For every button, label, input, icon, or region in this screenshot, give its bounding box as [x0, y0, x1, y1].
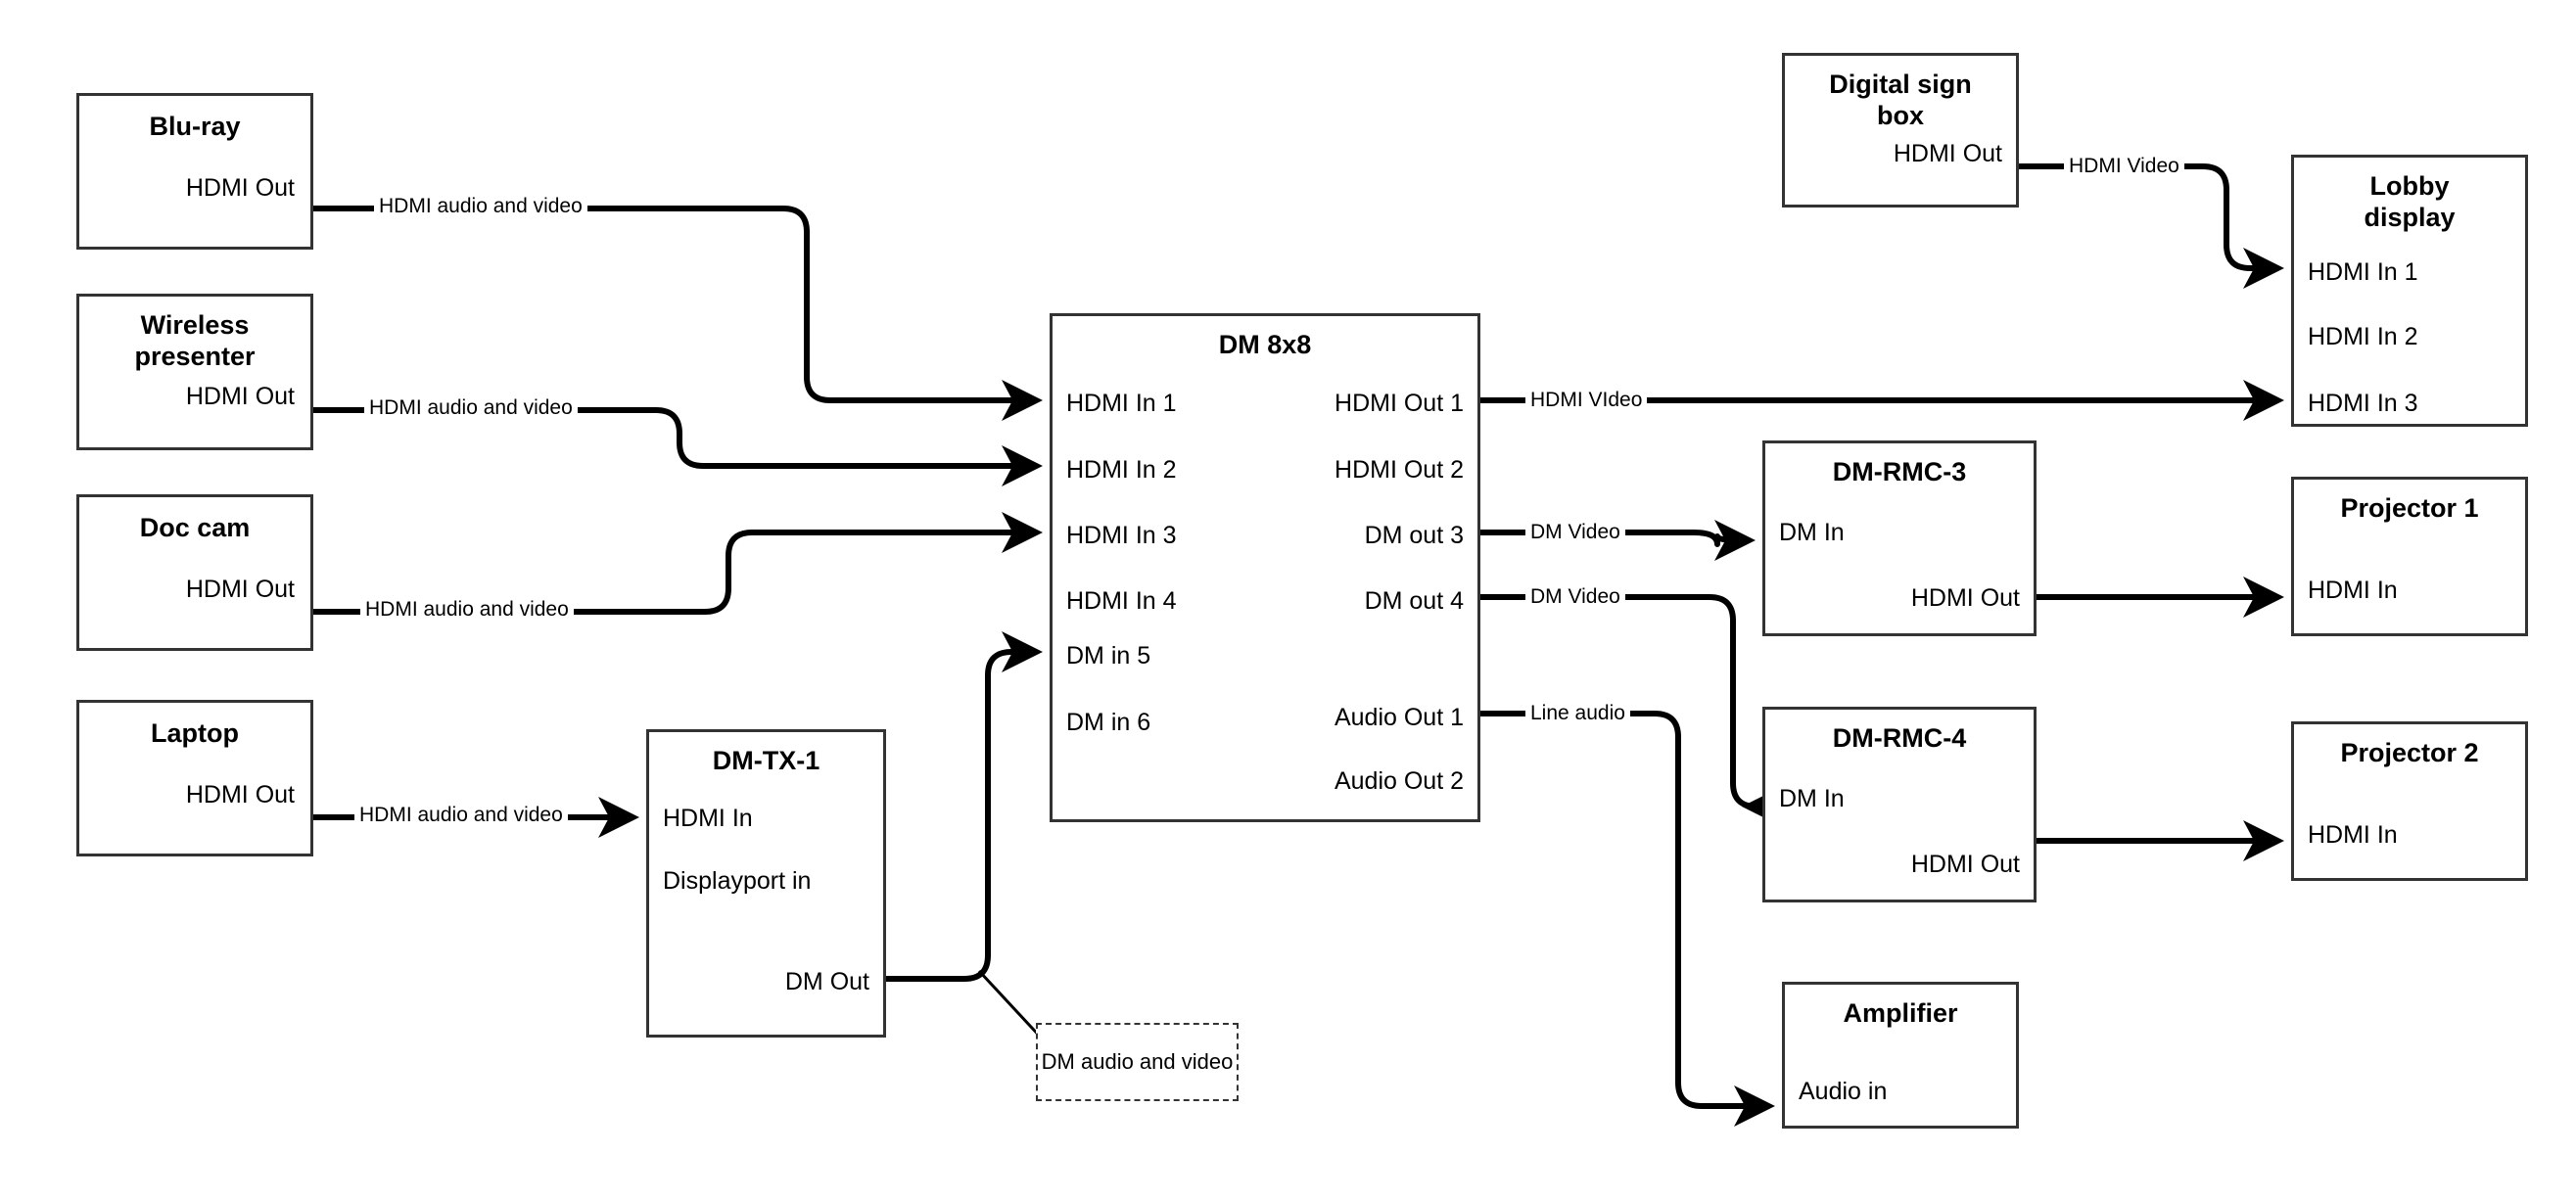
node-amplifier[interactable]: Amplifier Audio in — [1782, 982, 2019, 1129]
node-projector-2-title: Projector 2 — [2340, 738, 2479, 767]
node-digital-sign-box-title: Digital sign box — [1829, 69, 1972, 130]
port-dm8x8-dm-out-3[interactable]: DM out 3 — [1364, 522, 1464, 549]
port-dm8x8-hdmi-in-1[interactable]: HDMI In 1 — [1066, 390, 1177, 417]
edge-label-dm-out1-to-lobby: HDMI VIdeo — [1525, 390, 1648, 410]
port-dmrmc3-dm-in[interactable]: DM In — [1779, 519, 1845, 546]
port-dm8x8-hdmi-in-2[interactable]: HDMI In 2 — [1066, 456, 1177, 484]
node-dm-8x8-title: DM 8x8 — [1218, 330, 1312, 359]
node-bluray-title: Blu-ray — [149, 112, 241, 141]
port-dmtx1-dm-out[interactable]: DM Out — [784, 968, 869, 995]
port-lobby-hdmi-in-2[interactable]: HDMI In 2 — [2308, 323, 2418, 350]
edge-label-dm-out3-to-rmc3: DM Video — [1525, 522, 1625, 542]
port-amplifier-audio-in[interactable]: Audio in — [1799, 1078, 1888, 1105]
node-dm-rmc-3[interactable]: DM-RMC-3 DM In HDMI Out — [1762, 440, 2037, 636]
port-dm8x8-hdmi-out-2[interactable]: HDMI Out 2 — [1335, 456, 1464, 484]
edge-label-dm-out4-to-rmc4: DM Video — [1525, 586, 1625, 607]
edge-label-laptop-to-dmtx1: HDMI audio and video — [354, 805, 568, 825]
node-amplifier-title: Amplifier — [1843, 998, 1958, 1028]
port-dmrmc4-dm-in[interactable]: DM In — [1779, 785, 1845, 812]
port-dm8x8-dm-in-5[interactable]: DM in 5 — [1066, 642, 1151, 670]
port-dmrmc3-hdmi-out[interactable]: HDMI Out — [1910, 584, 2020, 612]
port-dm8x8-hdmi-out-1[interactable]: HDMI Out 1 — [1335, 390, 1464, 417]
node-lobby-display[interactable]: Lobby display HDMI In 1 HDMI In 2 HDMI I… — [2291, 155, 2528, 427]
port-dmtx1-hdmi-in[interactable]: HDMI In — [663, 805, 753, 832]
port-dm8x8-audio-out-2[interactable]: Audio Out 2 — [1334, 767, 1464, 795]
node-dm-tx-1-title: DM-TX-1 — [712, 746, 820, 775]
edge-bluray-to-dm — [313, 206, 1043, 421]
node-wireless-presenter[interactable]: Wireless presenter HDMI Out — [76, 294, 313, 450]
node-doc-cam[interactable]: Doc cam HDMI Out — [76, 494, 313, 651]
callout-dm-audio-video-text: DM audio and video — [1041, 1048, 1234, 1074]
edge-sign-to-lobby — [2017, 163, 2284, 289]
port-dm8x8-dm-out-4[interactable]: DM out 4 — [1364, 587, 1464, 615]
port-projector1-hdmi-in[interactable]: HDMI In — [2308, 577, 2398, 604]
node-wireless-presenter-title: Wireless presenter — [134, 310, 256, 371]
port-lobby-hdmi-in-3[interactable]: HDMI In 3 — [2308, 390, 2418, 417]
node-dm-tx-1[interactable]: DM-TX-1 HDMI In Displayport in DM Out — [646, 729, 886, 1038]
node-dm-rmc-4-title: DM-RMC-4 — [1832, 723, 1967, 753]
edge-label-wireless-to-dm: HDMI audio and video — [364, 397, 578, 418]
port-dm8x8-dm-in-6[interactable]: DM in 6 — [1066, 709, 1151, 736]
node-dm-rmc-3-title: DM-RMC-3 — [1832, 457, 1967, 486]
node-dm-rmc-4[interactable]: DM-RMC-4 DM In HDMI Out — [1762, 707, 2037, 902]
port-dmrmc4-hdmi-out[interactable]: HDMI Out — [1910, 851, 2020, 878]
node-projector-2[interactable]: Projector 2 HDMI In — [2291, 721, 2528, 881]
port-laptop-hdmi-out[interactable]: HDMI Out — [185, 780, 295, 808]
port-bluray-hdmi-out[interactable]: HDMI Out — [185, 173, 295, 202]
node-digital-sign-box[interactable]: Digital sign box HDMI Out — [1782, 53, 2019, 208]
node-laptop[interactable]: Laptop HDMI Out — [76, 700, 313, 856]
node-laptop-title: Laptop — [151, 718, 239, 748]
port-digitalsign-hdmi-out[interactable]: HDMI Out — [1893, 139, 2002, 167]
edge-label-dm-audio1-to-amp: Line audio — [1525, 703, 1630, 723]
node-doc-cam-title: Doc cam — [139, 513, 251, 542]
node-dm-8x8[interactable]: DM 8x8 HDMI In 1 HDMI In 2 HDMI In 3 HDM… — [1050, 313, 1480, 822]
node-bluray[interactable]: Blu-ray HDMI Out — [76, 93, 313, 250]
node-projector-1-title: Projector 1 — [2340, 493, 2479, 523]
port-dm8x8-hdmi-in-3[interactable]: HDMI In 3 — [1066, 522, 1177, 549]
port-dm8x8-audio-out-1[interactable]: Audio Out 1 — [1334, 704, 1464, 731]
port-dmtx1-displayport-in[interactable]: Displayport in — [663, 867, 812, 895]
edge-label-bluray-to-dm: HDMI audio and video — [374, 196, 587, 216]
edge-dmtx1-to-dm — [886, 631, 1043, 982]
node-projector-1[interactable]: Projector 1 HDMI In — [2291, 477, 2528, 636]
port-lobby-hdmi-in-1[interactable]: HDMI In 1 — [2308, 258, 2418, 286]
port-wireless-hdmi-out[interactable]: HDMI Out — [185, 382, 295, 410]
callout-dm-audio-video: DM audio and video — [1036, 1023, 1239, 1101]
edge-label-doccam-to-dm: HDMI audio and video — [360, 599, 574, 620]
edge-dm-audio1-to-amp — [1480, 711, 1775, 1127]
port-dm8x8-hdmi-in-4[interactable]: HDMI In 4 — [1066, 587, 1177, 615]
node-lobby-display-title: Lobby display — [2364, 171, 2456, 232]
edge-label-sign-to-lobby: HDMI Video — [2064, 156, 2184, 176]
port-projector2-hdmi-in[interactable]: HDMI In — [2308, 821, 2398, 849]
port-doccam-hdmi-out[interactable]: HDMI Out — [185, 575, 295, 603]
